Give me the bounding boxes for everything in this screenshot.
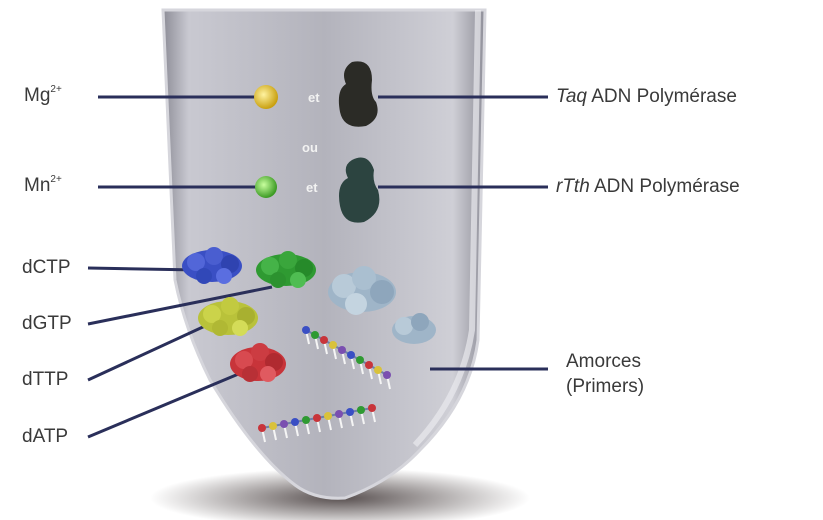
label-mn-ion: Mn2+ bbox=[24, 176, 62, 195]
label-mg-ion: Mg2+ bbox=[24, 86, 62, 105]
primers-label-line-1: Amorces bbox=[566, 350, 644, 375]
tube-word-et-2: et bbox=[306, 181, 318, 194]
mg-ion-symbol: Mg bbox=[24, 85, 50, 106]
taq-name: Taq bbox=[556, 86, 587, 107]
mn-ion-symbol: Mn bbox=[24, 175, 50, 196]
label-rtth-polymerase: rTth ADN Polymérase bbox=[556, 177, 740, 196]
label-datp: dATP bbox=[22, 427, 68, 446]
mn-ion-charge: 2+ bbox=[50, 174, 61, 185]
tube-word-ou: ou bbox=[302, 141, 318, 154]
rtth-suffix: ADN Polymérase bbox=[590, 176, 740, 197]
mg-ion-sphere bbox=[254, 85, 278, 109]
label-dttp: dTTP bbox=[22, 370, 68, 389]
label-dctp: dCTP bbox=[22, 258, 71, 277]
leader-line-dctp bbox=[88, 268, 198, 270]
rtth-name: rTth bbox=[556, 176, 590, 197]
primers-label-line-2: (Primers) bbox=[566, 375, 644, 400]
mg-ion-charge: 2+ bbox=[50, 84, 61, 95]
taq-suffix: ADN Polymérase bbox=[587, 86, 737, 107]
label-taq-polymerase: Taq ADN Polymérase bbox=[556, 87, 737, 106]
label-dgtp: dGTP bbox=[22, 314, 72, 333]
tube-word-et-1: et bbox=[308, 91, 320, 104]
mn-ion-sphere bbox=[255, 176, 277, 198]
label-primers: Amorces (Primers) bbox=[566, 350, 644, 399]
